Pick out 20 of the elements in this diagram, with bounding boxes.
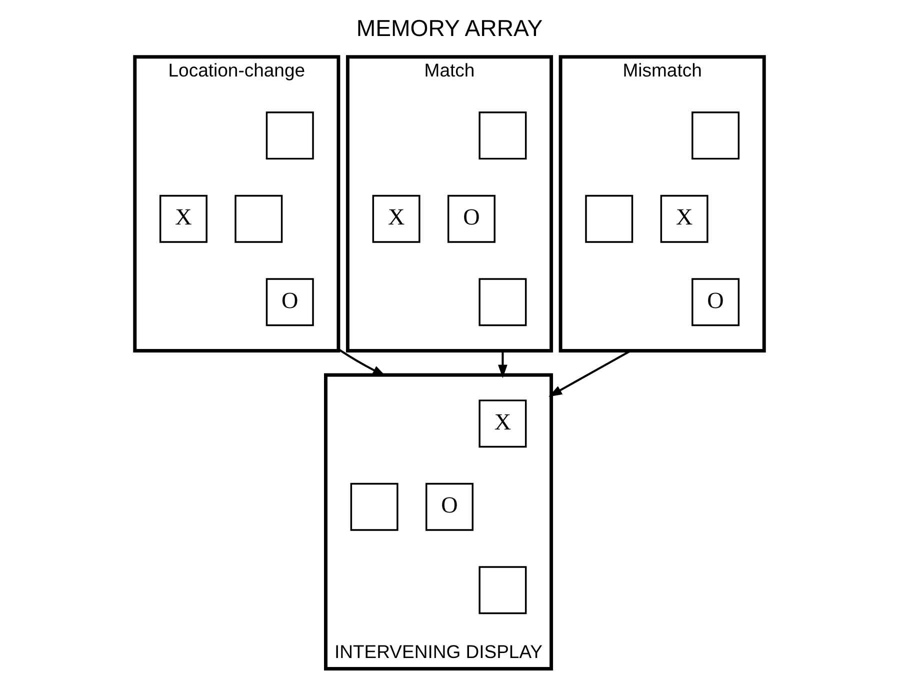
node-box: [234, 194, 282, 243]
node-box: O: [425, 482, 473, 531]
diagram-title: MEMORY ARRAY: [356, 15, 542, 42]
node-box: [478, 566, 526, 614]
node-box: O: [691, 278, 740, 326]
node-box: O: [446, 194, 495, 243]
node-box: X: [660, 194, 708, 243]
node-box: [350, 482, 398, 531]
node-box: [584, 194, 633, 243]
node-box: [691, 112, 740, 160]
node-box: [265, 112, 314, 160]
arrow: [498, 350, 507, 378]
arrow: [337, 348, 386, 376]
node-box: [478, 112, 526, 160]
arrow: [548, 350, 631, 397]
node-box: X: [372, 194, 420, 243]
node-box: X: [158, 194, 207, 243]
node-box: O: [265, 278, 314, 326]
node-box: X: [478, 400, 526, 448]
node-box: [478, 278, 526, 326]
